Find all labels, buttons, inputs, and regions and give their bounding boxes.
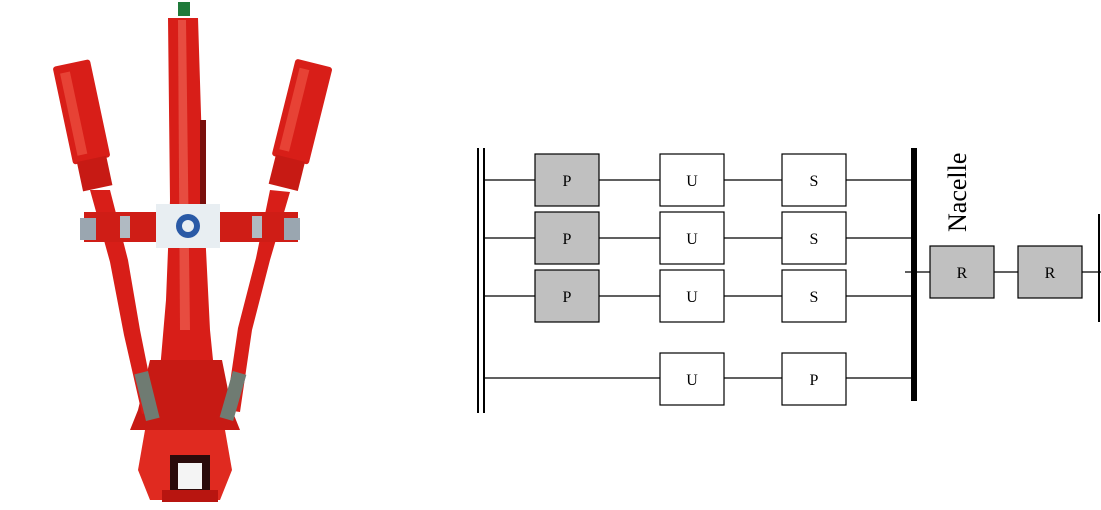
svg-text:P: P xyxy=(563,173,572,190)
svg-text:U: U xyxy=(686,372,698,389)
svg-text:S: S xyxy=(810,289,819,306)
serial-chain xyxy=(905,214,1101,322)
joint-u-branch-2: U xyxy=(659,211,725,265)
joint-u-branch-4: U xyxy=(659,352,725,406)
svg-text:U: U xyxy=(686,231,698,248)
joint-p-branch-2: P xyxy=(534,211,600,265)
svg-text:U: U xyxy=(686,289,698,306)
svg-text:P: P xyxy=(810,372,819,389)
robot-photo xyxy=(2,2,368,510)
joint-p-branch-1: P xyxy=(534,153,600,207)
svg-text:U: U xyxy=(686,173,698,190)
joint-r-1: R xyxy=(929,245,995,299)
joint-s-branch-2: S xyxy=(781,211,847,265)
svg-text:P: P xyxy=(563,289,572,306)
joint-p-branch-3: P xyxy=(534,269,600,323)
svg-text:P: P xyxy=(563,231,572,248)
svg-text:S: S xyxy=(810,173,819,190)
kinematic-diagram: P U S P U S P U xyxy=(477,148,1101,413)
svg-text:R: R xyxy=(1045,265,1056,282)
joint-u-branch-3: U xyxy=(659,269,725,323)
svg-text:R: R xyxy=(957,265,968,282)
joint-r-2: R xyxy=(1017,245,1083,299)
joint-s-branch-3: S xyxy=(781,269,847,323)
joint-p-branch-4: P xyxy=(781,352,847,406)
svg-text:S: S xyxy=(810,231,819,248)
nacelle-label: Nacelle xyxy=(943,153,972,232)
joint-s-branch-1: S xyxy=(781,153,847,207)
joint-u-branch-1: U xyxy=(659,153,725,207)
